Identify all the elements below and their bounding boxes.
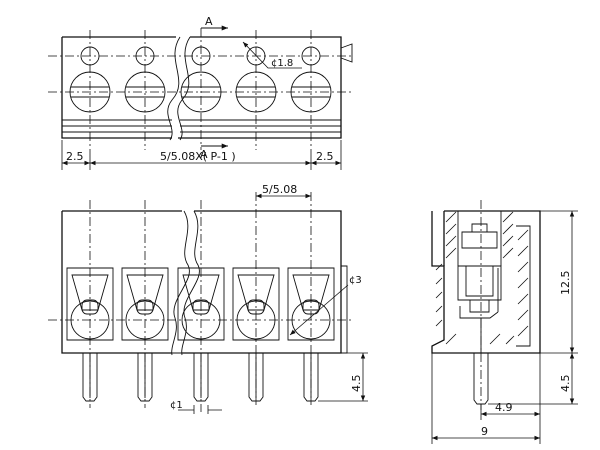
hole-diameter-label: ¢1.8 [271, 58, 293, 69]
pin-offset-label: 4.9 [495, 401, 513, 414]
side-view: 12.5 4.5 4.9 9 [431, 200, 578, 444]
pitch-label: 5/5.08 [262, 183, 297, 196]
pin-length-front-label: 4.5 [350, 375, 363, 393]
body-height-label: 12.5 [559, 271, 572, 296]
left-margin-label: 2.5 [66, 150, 84, 163]
section-label-bottom: A [200, 148, 208, 161]
overall-pitch-label: 5/5.08X( P-1 ) [160, 150, 236, 163]
pin-diameter-label: ¢1 [170, 400, 183, 411]
section-label-top: A [205, 15, 213, 28]
front-view: 5/5.08 ¢3 ¢1 4.5 [48, 183, 368, 414]
body-depth-label: 9 [481, 425, 488, 438]
right-margin-label: 2.5 [316, 150, 334, 163]
top-view: A A ¢1.8 2.5 5/5.08X( P-1 ) 2.5 [48, 15, 353, 170]
pin-length-side-label: 4.5 [559, 375, 572, 393]
screw-diameter-label: ¢3 [349, 275, 362, 286]
